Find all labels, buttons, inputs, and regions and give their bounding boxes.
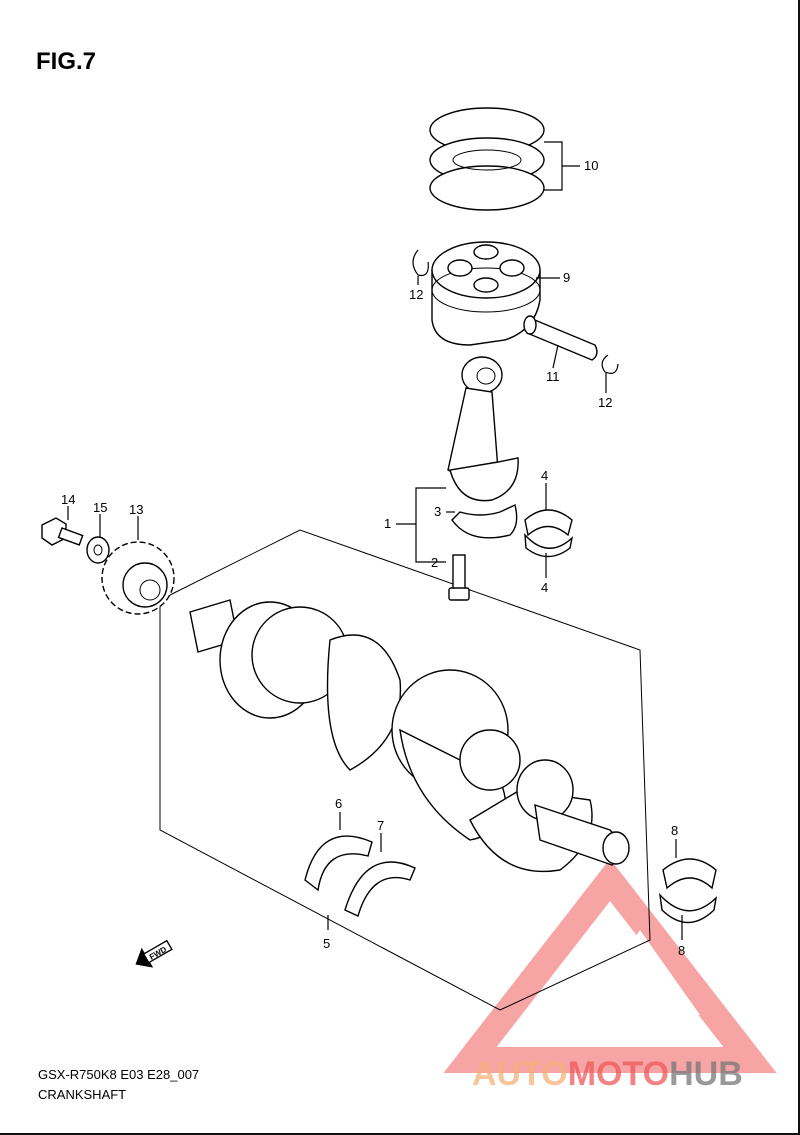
leader-lines	[67, 141, 683, 940]
conrod-bearings	[524, 509, 574, 558]
watermark-logo	[443, 858, 777, 1073]
label-10: 10	[584, 158, 598, 173]
gear-bolt	[41, 517, 84, 546]
label-4-top: 4	[541, 468, 548, 483]
piston-pin	[523, 315, 598, 361]
label-13: 13	[129, 502, 143, 517]
crankshaft-box	[159, 529, 651, 1011]
piston	[431, 241, 541, 346]
figure-title: FIG.7	[36, 48, 97, 75]
connecting-rod	[447, 356, 519, 539]
label-14: 14	[61, 492, 75, 507]
thrust-bearing-6	[304, 835, 373, 892]
label-4-bottom: 4	[541, 580, 548, 595]
thrust-bearing-7	[344, 861, 416, 917]
watermark-moto: MOTO	[568, 1055, 669, 1093]
watermark-auto: AUTO	[472, 1055, 568, 1093]
label-3: 3	[434, 504, 441, 519]
watermark-text: AUTOMOTOHUB	[472, 1055, 743, 1093]
label-8-bottom: 8	[678, 943, 685, 958]
watermark-hub: HUB	[669, 1055, 743, 1093]
crank-gear	[101, 541, 175, 615]
piston-rings	[429, 107, 545, 211]
label-8-top: 8	[671, 823, 678, 838]
model-code: GSX-R750K8 E03 E28_007	[38, 1067, 200, 1082]
label-1: 1	[384, 516, 391, 531]
label-11: 11	[546, 369, 560, 384]
label-12-right: 12	[598, 395, 612, 410]
label-9: 9	[563, 270, 570, 285]
circlip-left	[412, 249, 429, 277]
label-12-left: 12	[409, 287, 423, 302]
label-6: 6	[335, 796, 342, 811]
conrod-bolt	[448, 554, 470, 601]
label-15: 15	[93, 500, 107, 515]
label-7: 7	[377, 818, 384, 833]
main-bearings	[659, 858, 718, 924]
label-2: 2	[431, 555, 438, 570]
washer	[86, 536, 110, 564]
fwd-arrow: FWD	[135, 939, 173, 968]
diagram-caption: CRANKSHAFT	[38, 1087, 127, 1102]
circlip-right	[601, 354, 619, 374]
label-5: 5	[323, 936, 330, 951]
crankshaft	[189, 599, 630, 873]
